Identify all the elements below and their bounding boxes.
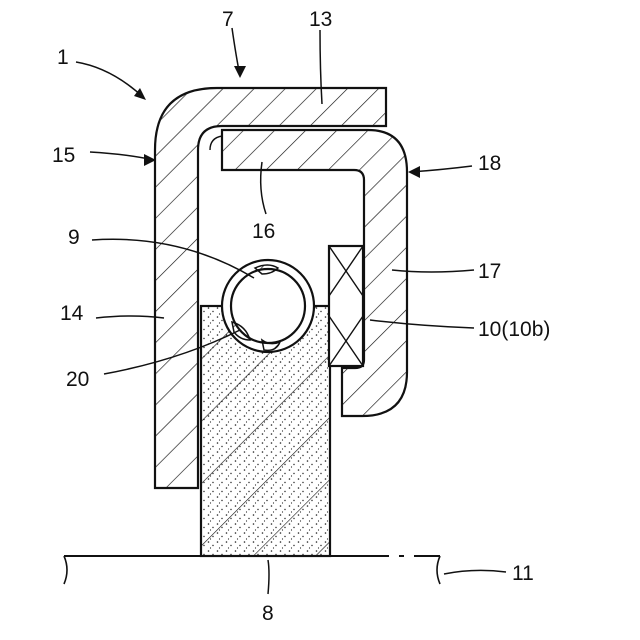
label-14: 14	[60, 302, 84, 325]
sensor-10	[329, 246, 363, 366]
label-8: 8	[262, 602, 274, 625]
label-13: 13	[309, 8, 332, 31]
case-gap-line	[210, 136, 222, 150]
label-1: 1	[57, 46, 69, 69]
label-20: 20	[66, 368, 89, 391]
label-16: 16	[252, 220, 275, 243]
label-17: 17	[478, 260, 501, 283]
label-10-10b: 10(10b)	[478, 318, 550, 341]
label-15: 15	[52, 144, 75, 167]
label-7: 7	[222, 8, 234, 31]
label-11: 11	[512, 562, 534, 585]
label-18: 18	[478, 152, 501, 175]
label-9: 9	[68, 226, 80, 249]
